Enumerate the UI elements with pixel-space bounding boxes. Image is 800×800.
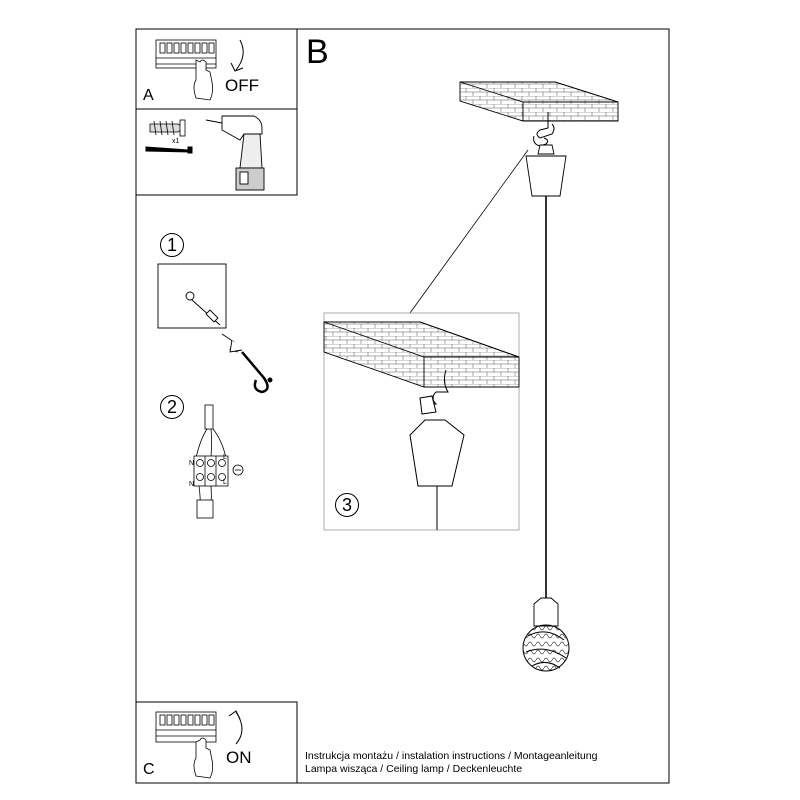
wall-plug-icon [149, 119, 186, 137]
step1-ceiling-hook-illustration [157, 263, 273, 394]
kit-quantity-label: x1 [172, 138, 180, 145]
terminal-l-top: L [223, 454, 227, 461]
panel-a-letter: A [143, 87, 154, 104]
frame [135, 28, 670, 784]
panel-c-action-label: ON [226, 748, 252, 767]
step3-detail-illustration [323, 312, 520, 531]
caption-line-1: Instrukcja montażu / instalation instruc… [305, 750, 598, 762]
lamp-socket [533, 597, 559, 627]
panel-a-action-label: OFF [225, 76, 259, 95]
rotate-arrow-off-icon [230, 39, 244, 72]
rotate-arrow-on-icon [228, 710, 243, 745]
terminal-n-bottom: N [189, 481, 195, 488]
terminal-l-bottom: L [223, 479, 227, 486]
detail-leader-line [409, 149, 529, 314]
terminal-n-top: N [189, 460, 195, 467]
drill-icon [205, 115, 265, 191]
step2-wiring-illustration [193, 404, 244, 519]
light-bulb [522, 624, 570, 672]
breaker-off-illustration [155, 39, 217, 101]
lamp-canopy [525, 144, 567, 197]
step-2-badge: 2 [160, 395, 184, 419]
ceiling-plate [459, 81, 619, 122]
panel-b-letter: B [306, 33, 329, 71]
caption-line-2: Lampa wisząca / Ceiling lamp / Deckenleu… [305, 763, 523, 775]
breaker-on-illustration [155, 711, 217, 779]
panel-c-letter: C [143, 761, 155, 778]
step-3-badge: 3 [335, 493, 359, 517]
step-1-badge: 1 [160, 233, 184, 257]
screw-icon [145, 146, 193, 154]
